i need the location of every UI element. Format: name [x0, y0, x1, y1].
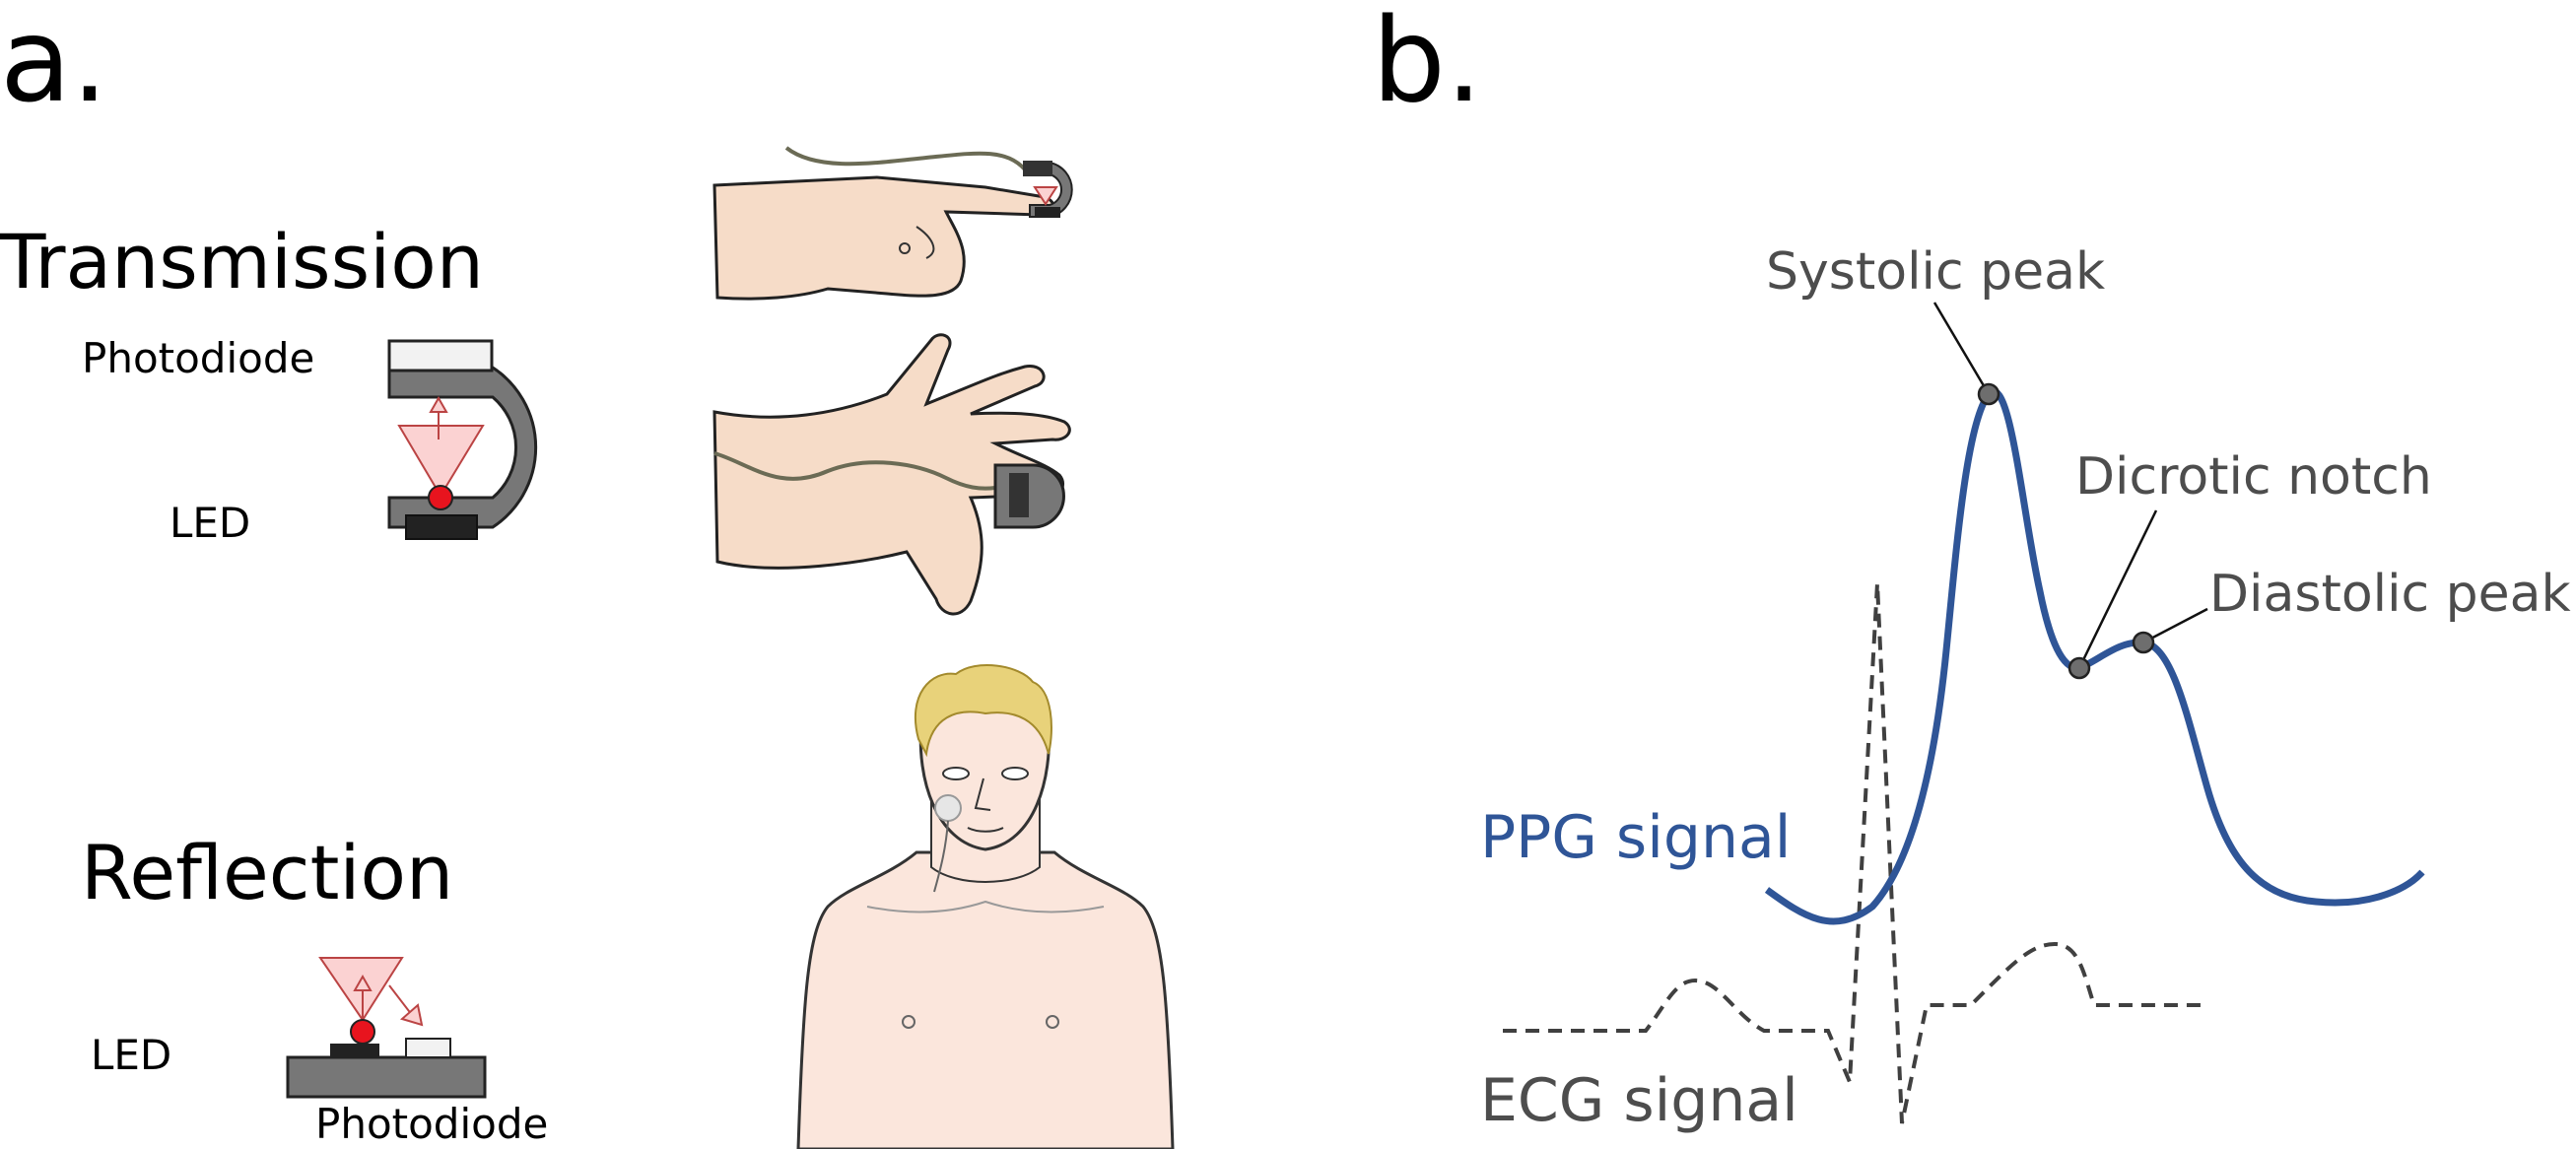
finger-crease [915, 226, 935, 259]
reflection-base [286, 1055, 487, 1099]
diastolic-leader-line [2142, 607, 2208, 644]
man-nose [974, 777, 991, 811]
reflection-side-arrow-head [399, 1003, 424, 1027]
reflection-led-label: LED [91, 1031, 172, 1079]
light-arrow-head [429, 395, 448, 413]
systolic-peak-label: Systolic peak [1766, 242, 2106, 302]
pointing-hand-illustration [712, 146, 1073, 301]
pointing-hand [712, 175, 1055, 301]
ecg-signal-curve [1503, 582, 2207, 1124]
finger-clip-top [1023, 161, 1052, 176]
reflection-up-arrow-head [353, 974, 373, 991]
ppg-signal-label: PPG signal [1480, 803, 1792, 872]
man-hair [914, 664, 1052, 758]
open-hand-illustration [712, 333, 1071, 616]
led-dot [428, 485, 453, 510]
man-left-eye [942, 767, 970, 780]
reflection-led-base [330, 1044, 379, 1058]
panel-a-letter: a. [0, 0, 108, 128]
led-base [405, 514, 478, 540]
ppg-signal-curve [1764, 387, 2425, 925]
photodiode-box [387, 339, 494, 372]
reflection-led-dot [350, 1019, 375, 1045]
diastolic-peak-marker [2132, 631, 2155, 654]
man-mouth [967, 827, 1004, 833]
reflection-photodiode-box [405, 1038, 451, 1058]
reflection-title: Reflection [81, 829, 454, 916]
reflection-photodiode-label: Photodiode [315, 1100, 549, 1148]
face-sensor-icon [934, 794, 962, 822]
panel-b-letter: b. [1372, 0, 1483, 128]
man-right-eye [1001, 767, 1029, 780]
transmission-sensor-diagram [387, 339, 538, 540]
open-hand-cable [713, 451, 996, 491]
signal-plot [1503, 302, 2425, 1124]
dicrotic-leader-line [2077, 509, 2158, 669]
systolic-peak-marker [1977, 382, 2000, 406]
light-cone [397, 425, 485, 498]
transmission-title: Transmission [0, 218, 484, 305]
transmission-photodiode-label: Photodiode [82, 334, 315, 382]
man-torso [796, 850, 1175, 1149]
dicrotic-notch-label: Dicrotic notch [2075, 447, 2432, 507]
dicrotic-notch-marker [2068, 656, 2091, 680]
knuckle-mark [899, 242, 911, 254]
transmission-led-label: LED [169, 499, 251, 547]
reflection-sensor-diagram [286, 957, 487, 1099]
finger-clip-cone [1033, 186, 1058, 206]
face-sensor-cable [933, 820, 949, 893]
man-right-nipple [1046, 1015, 1059, 1029]
man-left-nipple [902, 1015, 915, 1029]
finger-clip-bottom [1035, 207, 1060, 218]
sensor-clip-body [387, 366, 538, 529]
systolic-leader-line [1932, 302, 1991, 395]
open-hand-clip-inner [1009, 473, 1029, 517]
open-hand-clip [993, 463, 1065, 529]
sensor-cable [784, 146, 1027, 171]
man-collarbone [866, 900, 1105, 913]
open-hand [712, 333, 1071, 616]
reflection-side-arrow-shaft [388, 984, 413, 1016]
diastolic-peak-label: Diastolic peak [2209, 565, 2571, 624]
ecg-signal-label: ECG signal [1480, 1066, 1798, 1135]
man-bust-illustration [796, 664, 1175, 1149]
